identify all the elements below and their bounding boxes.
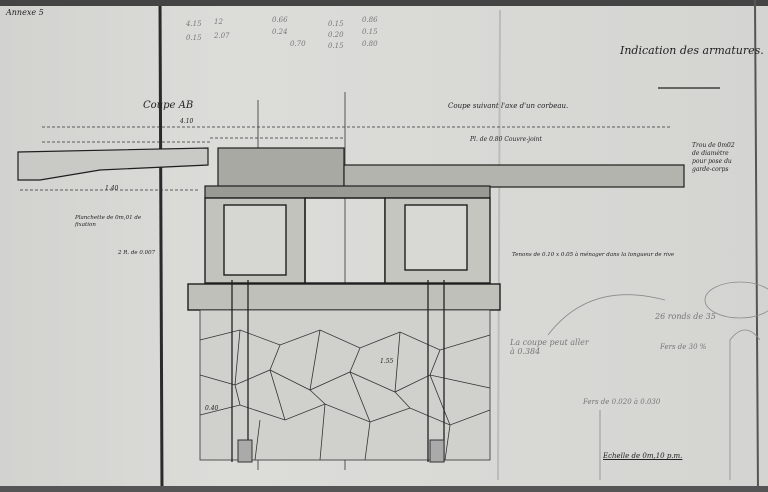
note-coupe: La coupe peut aller à 0.384 xyxy=(510,338,589,356)
sheet-label: Annexe 5 xyxy=(6,8,44,17)
pencil-number: 0.66 xyxy=(272,16,288,24)
pencil-number: 12 xyxy=(214,18,223,26)
pencil-number: 0.24 xyxy=(272,28,288,36)
pencil-number: 0.15 xyxy=(186,34,202,42)
dim-mid: 1.55 xyxy=(380,358,394,365)
note-plaque: Pl. de 0.80 Couvre-joint xyxy=(470,136,542,143)
bottom-edge xyxy=(0,486,768,492)
pencil-number: 0.80 xyxy=(362,40,378,48)
fold-line xyxy=(158,0,164,492)
note-pencil-a: 26 ronds de 35 xyxy=(655,312,716,321)
rods xyxy=(231,280,445,462)
pencil-sketch xyxy=(547,281,768,480)
section-corbeau-label: Coupe suivant l'axe d'un corbeau. xyxy=(448,102,569,110)
pencil-number: 0.15 xyxy=(362,28,378,36)
note-bars: 2 R. de 0.007 xyxy=(118,250,156,256)
pencil-number: 0.86 xyxy=(362,16,378,24)
masonry-wall xyxy=(199,309,491,461)
dim-left: 1.40 xyxy=(105,185,119,192)
pencil-number: 0.20 xyxy=(328,31,344,39)
note-pencil-b: Fers de 30 % xyxy=(660,343,707,351)
note-fers: Fers de 0.020 à 0.030 xyxy=(583,398,661,406)
fold-line xyxy=(497,9,501,481)
base-slab xyxy=(187,283,501,311)
drawing-title: Indication des armatures. xyxy=(620,44,764,57)
pencil-number: 0.15 xyxy=(328,20,344,28)
box-girders xyxy=(204,197,491,284)
scale-label: Echelle de 0m,10 p.m. xyxy=(603,452,683,460)
pencil-number: 2.07 xyxy=(214,32,230,40)
note-tenons: Tenons de 0.10 x 0.05 à ménager dans la … xyxy=(512,252,675,258)
deck-slab xyxy=(17,147,685,199)
note-trou: Trou de 0m02 de diamètre pour pose du ga… xyxy=(692,142,735,173)
pencil-number: 0.15 xyxy=(328,42,344,50)
section-ab-label: Coupe AB xyxy=(143,100,194,111)
dim-total: 4.10 xyxy=(180,118,194,125)
pencil-number: 4.15 xyxy=(186,20,202,28)
note-flanc: Planchette de 0m,01 de fixation xyxy=(75,215,142,228)
top-edge xyxy=(0,0,768,6)
dim-foot: 0.40 xyxy=(205,405,219,412)
pencil-number: 0.70 xyxy=(290,40,306,48)
